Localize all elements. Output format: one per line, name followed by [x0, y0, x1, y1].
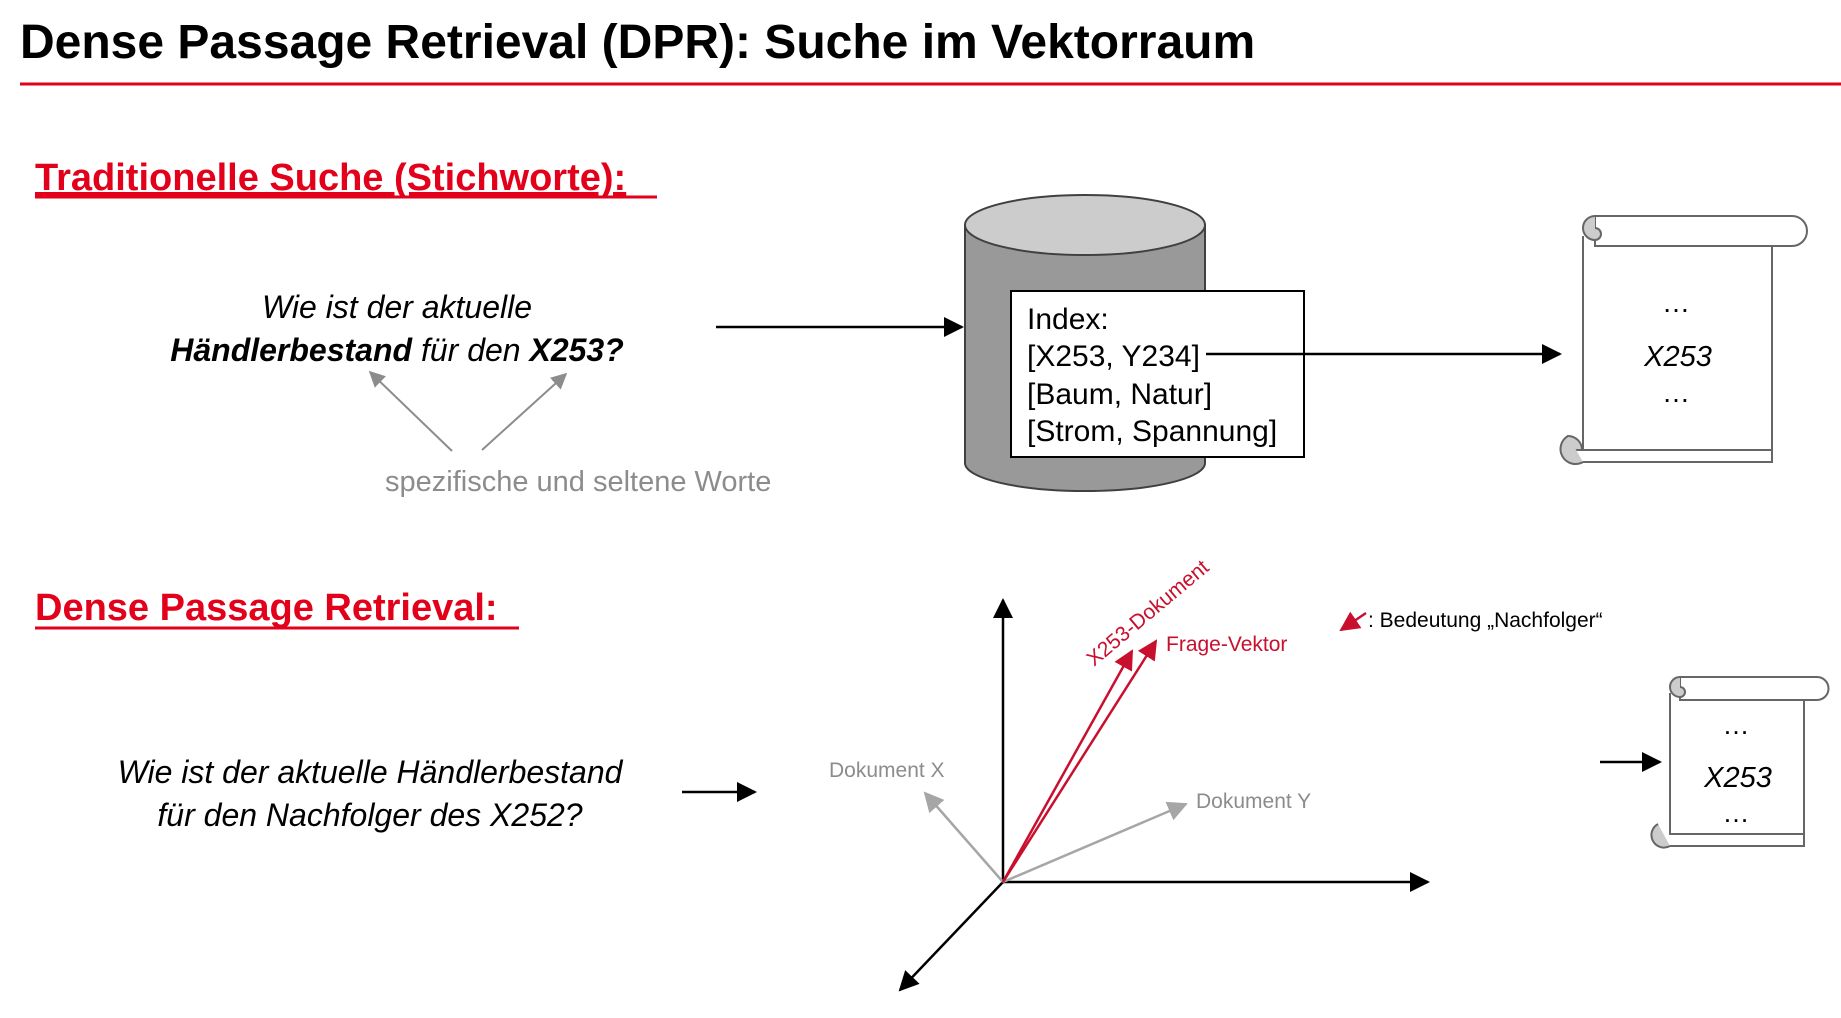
hint-arrow-left [368, 370, 453, 452]
axis-z [898, 881, 1004, 992]
index-line-1: [X253, Y234] [1027, 340, 1200, 373]
dpr-question-line2: für den Nachfolger des X252? [157, 797, 582, 833]
scroll1-dots-bottom: … [1662, 377, 1690, 408]
scroll1-dots-top: … [1662, 287, 1690, 318]
scroll2-document-label: X253 [1703, 762, 1772, 794]
traditional-question-line1: Wie ist der aktuelle [262, 289, 532, 325]
scroll-document-icon [1559, 215, 1808, 465]
index-box [1010, 290, 1305, 458]
hint-text: spezifische und seltene Worte [385, 466, 771, 498]
scroll1-document-label: X253 [1643, 341, 1712, 373]
legend-text: : Bedeutung „Nachfolger“ [1368, 609, 1603, 632]
vector-dokument-x [923, 791, 1004, 883]
scroll2-dots-bottom: … [1723, 798, 1750, 828]
index-line-0: Index: [1027, 303, 1109, 336]
label-dokument-y: Dokument Y [1196, 790, 1311, 813]
scroll2-dots-top: … [1723, 710, 1750, 740]
legend-red-arrow [1339, 611, 1367, 632]
slide-title: Dense Passage Retrieval (DPR): Suche im … [20, 16, 1255, 69]
hint-arrow-right [481, 372, 568, 451]
vector-dokument-y [1002, 801, 1188, 884]
question-connector: für den [412, 332, 529, 368]
index-line-3: [Strom, Spannung] [1027, 415, 1277, 448]
dpr-heading: Dense Passage Retrieval: [35, 587, 498, 629]
vector-x253-dokument [1001, 649, 1134, 883]
scroll-document-icon-2 [1650, 676, 1830, 849]
traditional-heading: Traditionelle Suche (Stichworte): [35, 157, 626, 199]
label-frage-vektor: Frage-Vektor [1166, 633, 1287, 656]
dpr-question-line1: Wie ist der aktuelle Händlerbestand [118, 754, 624, 790]
traditional-question-line2: Händlerbestand für den X253? [170, 332, 624, 368]
keyword-x253: X253? [527, 332, 623, 368]
keyword-haendlerbestand: Händlerbestand [170, 332, 413, 368]
vector-space-axes [898, 598, 1430, 992]
index-line-2: [Baum, Natur] [1027, 378, 1212, 411]
vector-frage [1001, 639, 1158, 883]
label-dokument-x: Dokument X [829, 759, 945, 782]
